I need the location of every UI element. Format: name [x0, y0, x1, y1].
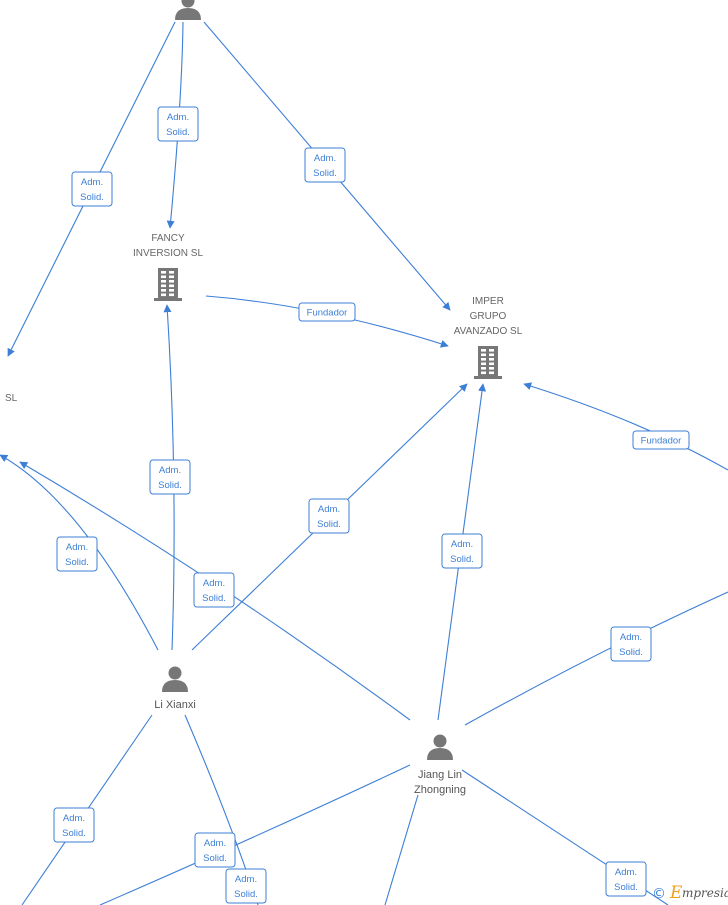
edges-layer	[0, 21, 728, 905]
building-icon	[154, 268, 182, 301]
edge-label-box[interactable]	[225, 868, 267, 904]
node-label: AVANZADO SL	[454, 326, 523, 337]
edge-label-adm-solid[interactable]: Adm. Solid.	[225, 868, 267, 904]
edge-line	[384, 794, 419, 905]
edge-label-box[interactable]	[304, 147, 346, 183]
edge-label-text: Adm.	[167, 112, 189, 123]
edge-label-text: Adm.	[451, 539, 473, 550]
edge-label-box[interactable]	[53, 807, 95, 843]
edge-label-adm-solid[interactable]: Adm. Solid.	[149, 459, 191, 495]
edge-label-adm-solid[interactable]: Adm. Solid.	[441, 533, 483, 569]
edge-label-text: Solid.	[234, 889, 258, 900]
edge-label-text: Adm.	[620, 632, 642, 643]
edge-label-box[interactable]	[632, 430, 690, 450]
edge-label-adm-solid[interactable]: Adm. Solid.	[194, 832, 236, 868]
edge-line	[464, 591, 728, 726]
edge-label-text: Adm.	[81, 177, 103, 188]
edge-line	[523, 382, 728, 471]
edge-line	[99, 764, 411, 905]
edge-label-box[interactable]	[308, 498, 350, 534]
edge-label-box[interactable]	[298, 302, 356, 322]
node-label: Jiang Lin	[418, 769, 462, 781]
edge-label-text: Solid.	[450, 554, 474, 565]
node-label: GRUPO	[470, 311, 507, 322]
logo-wordmark: mpresia	[682, 886, 728, 900]
logo-initial: E	[669, 883, 683, 903]
edge-label-text: Solid.	[166, 127, 190, 138]
node-label: FANCY	[151, 233, 185, 244]
edge-label-box[interactable]	[605, 861, 647, 897]
edge-label-text: Adm.	[63, 813, 85, 824]
node-li-xianxi[interactable]: Li Xianxi	[154, 666, 196, 712]
node-label: SL	[5, 393, 18, 404]
node-label: INVERSION SL	[133, 248, 203, 259]
edge-label-adm-solid[interactable]: Adm. Solid.	[157, 106, 199, 142]
edge-label-adm-solid[interactable]: Adm. Solid.	[53, 807, 95, 843]
edge-label-text: Solid.	[619, 647, 643, 658]
edge-label-text: Fundador	[307, 308, 348, 319]
edge-label-box[interactable]	[56, 536, 98, 572]
node-imper[interactable]: IMPER GRUPO AVANZADO SL	[454, 296, 523, 379]
edge-line	[461, 769, 669, 905]
node-label: Zhongning	[414, 784, 466, 796]
edge-label-text: Fundador	[641, 436, 682, 447]
edge-label-text: Adm.	[159, 465, 181, 476]
edge-label-text: Adm.	[203, 578, 225, 589]
edge-label-text: Adm.	[314, 153, 336, 164]
edge-label-text: Adm.	[235, 874, 257, 885]
node-label: Li Xianxi	[154, 699, 196, 711]
edge-label-text: Solid.	[158, 480, 182, 491]
edge-label-text: Solid.	[202, 593, 226, 604]
edge-label-box[interactable]	[157, 106, 199, 142]
edge-label-adm-solid[interactable]: Adm. Solid.	[71, 171, 113, 207]
nodes-layer: FANCY INVERSION SL IMPER GRUPO AVANZADO SL SL…	[5, 0, 523, 796]
edge-label-adm-solid[interactable]: Adm. Solid.	[304, 147, 346, 183]
edge-label-text: Solid.	[313, 168, 337, 179]
edge-label-box[interactable]	[610, 626, 652, 662]
edge-label-adm-solid[interactable]: Adm. Solid.	[610, 626, 652, 662]
edge-label-text: Solid.	[317, 519, 341, 530]
edge-label-text: Solid.	[80, 192, 104, 203]
edge-label-text: Solid.	[62, 828, 86, 839]
node-top-person[interactable]	[175, 0, 201, 20]
node-fancy[interactable]: FANCY INVERSION SL	[133, 233, 203, 301]
edge-label-text: Adm.	[66, 542, 88, 553]
edge-label-text: Solid.	[203, 853, 227, 864]
node-label: IMPER	[472, 296, 504, 307]
building-icon	[474, 346, 502, 379]
edge-label-box[interactable]	[441, 533, 483, 569]
edge-label-text: Adm.	[318, 504, 340, 515]
edge-label-adm-solid[interactable]: Adm. Solid.	[605, 861, 647, 897]
copyright-symbol: ©	[652, 886, 666, 902]
edge-label-fundador[interactable]: Fundador	[298, 302, 356, 322]
person-icon	[162, 666, 188, 692]
edge-label-adm-solid[interactable]: Adm. Solid.	[56, 536, 98, 572]
person-icon	[427, 734, 453, 760]
empresia-logo: © E mpresia	[652, 883, 728, 903]
node-left-company[interactable]: SL	[5, 393, 18, 404]
edge-labels-layer: Adm.Solid.Adm.Solid.Adm.Solid.FundadorAd…	[53, 106, 690, 904]
edge-label-box[interactable]	[71, 171, 113, 207]
edge-label-box[interactable]	[194, 832, 236, 868]
edge-label-text: Adm.	[204, 838, 226, 849]
edge-label-box[interactable]	[193, 572, 235, 608]
edge-label-text: Solid.	[65, 557, 89, 568]
edge-label-box[interactable]	[149, 459, 191, 495]
edge-label-adm-solid[interactable]: Adm. Solid.	[308, 498, 350, 534]
person-icon	[175, 0, 201, 20]
edge-label-adm-solid[interactable]: Adm. Solid.	[193, 572, 235, 608]
edge-label-text: Adm.	[615, 867, 637, 878]
edge-label-fundador[interactable]: Fundador	[632, 430, 690, 450]
edge-label-text: Solid.	[614, 882, 638, 893]
